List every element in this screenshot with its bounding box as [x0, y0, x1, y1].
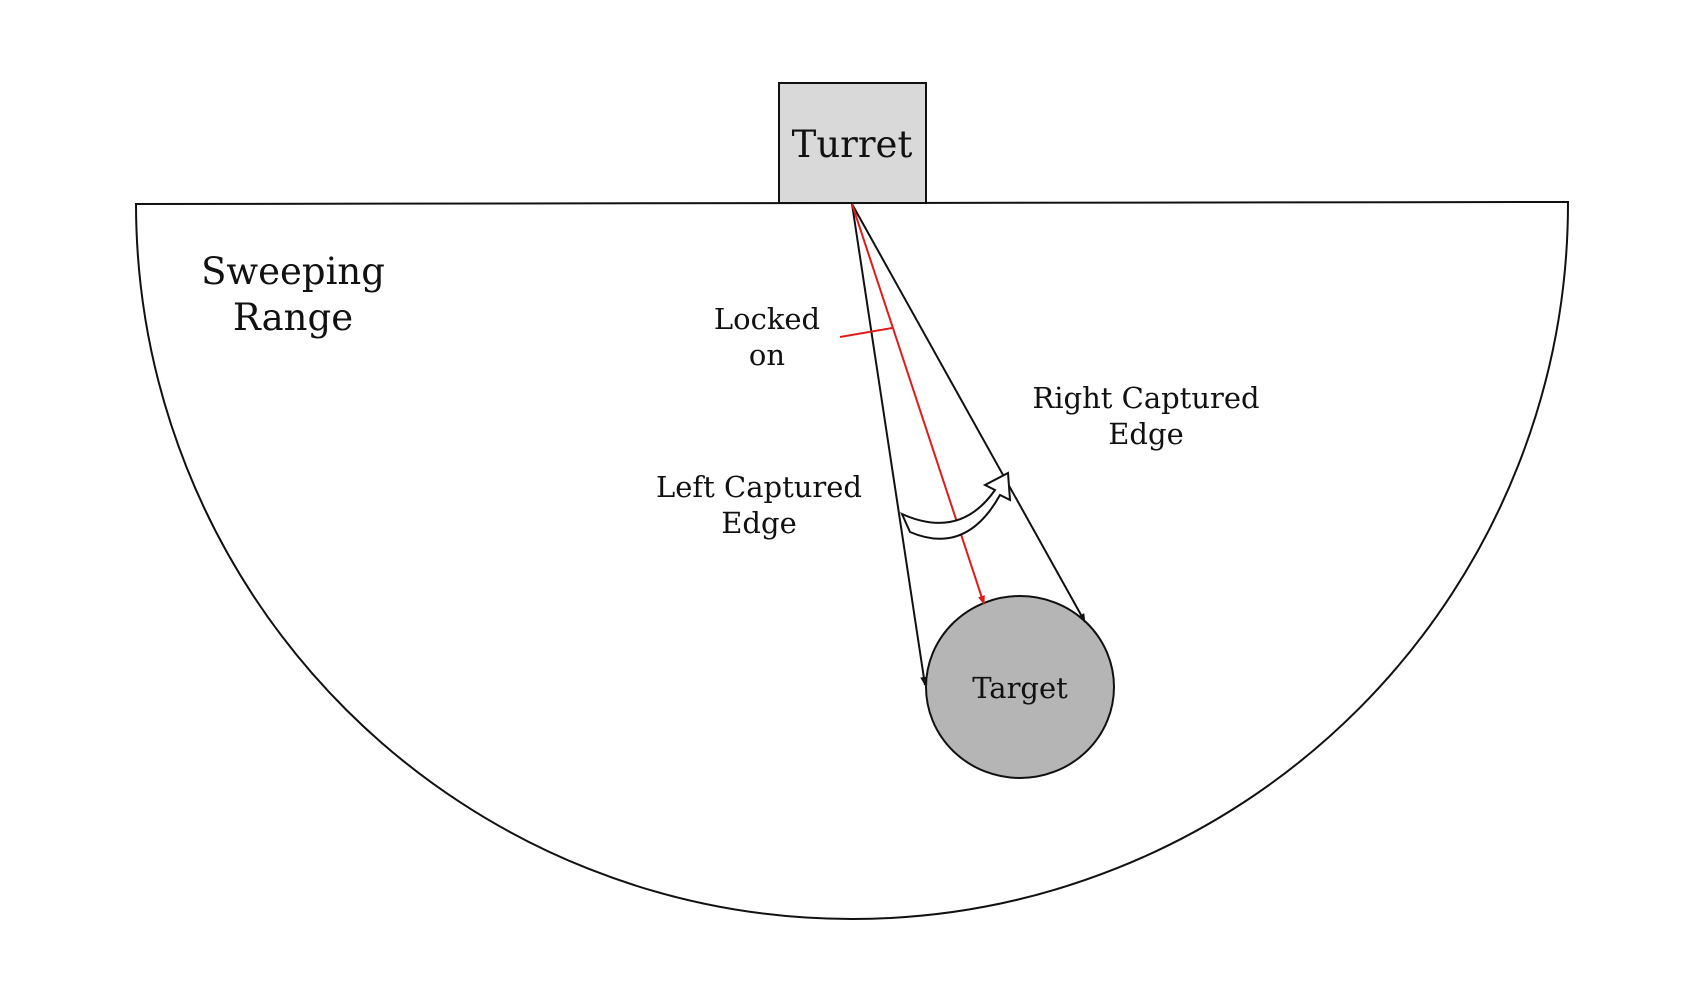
locked-on-label-line2: on [749, 338, 785, 372]
right-captured-edge-label-line2: Edge [1108, 417, 1183, 451]
turret-box [778, 82, 927, 204]
target-label: Target [972, 671, 1068, 705]
right-captured-edge-label-line1: Right Captured [1032, 381, 1259, 415]
target-circle [925, 595, 1115, 779]
sweeping-range-label-line2: Range [233, 296, 353, 339]
left-captured-edge-label-line2: Edge [721, 506, 796, 540]
locked-on-pointer-tick [839, 327, 893, 338]
sweeping-range-area [134, 200, 1570, 920]
turret-label: Turret [792, 123, 913, 166]
locked-on-arrow [851, 203, 985, 605]
locked-on-label-line1: Locked [714, 302, 820, 336]
right-captured-edge-arrow [851, 203, 1086, 623]
left-captured-edge-label-line1: Left Captured [656, 470, 862, 504]
sweep-direction-arrow [900, 471, 1012, 540]
left-captured-edge-arrow [851, 203, 928, 686]
sweeping-range-label-line1: Sweeping [201, 250, 385, 293]
